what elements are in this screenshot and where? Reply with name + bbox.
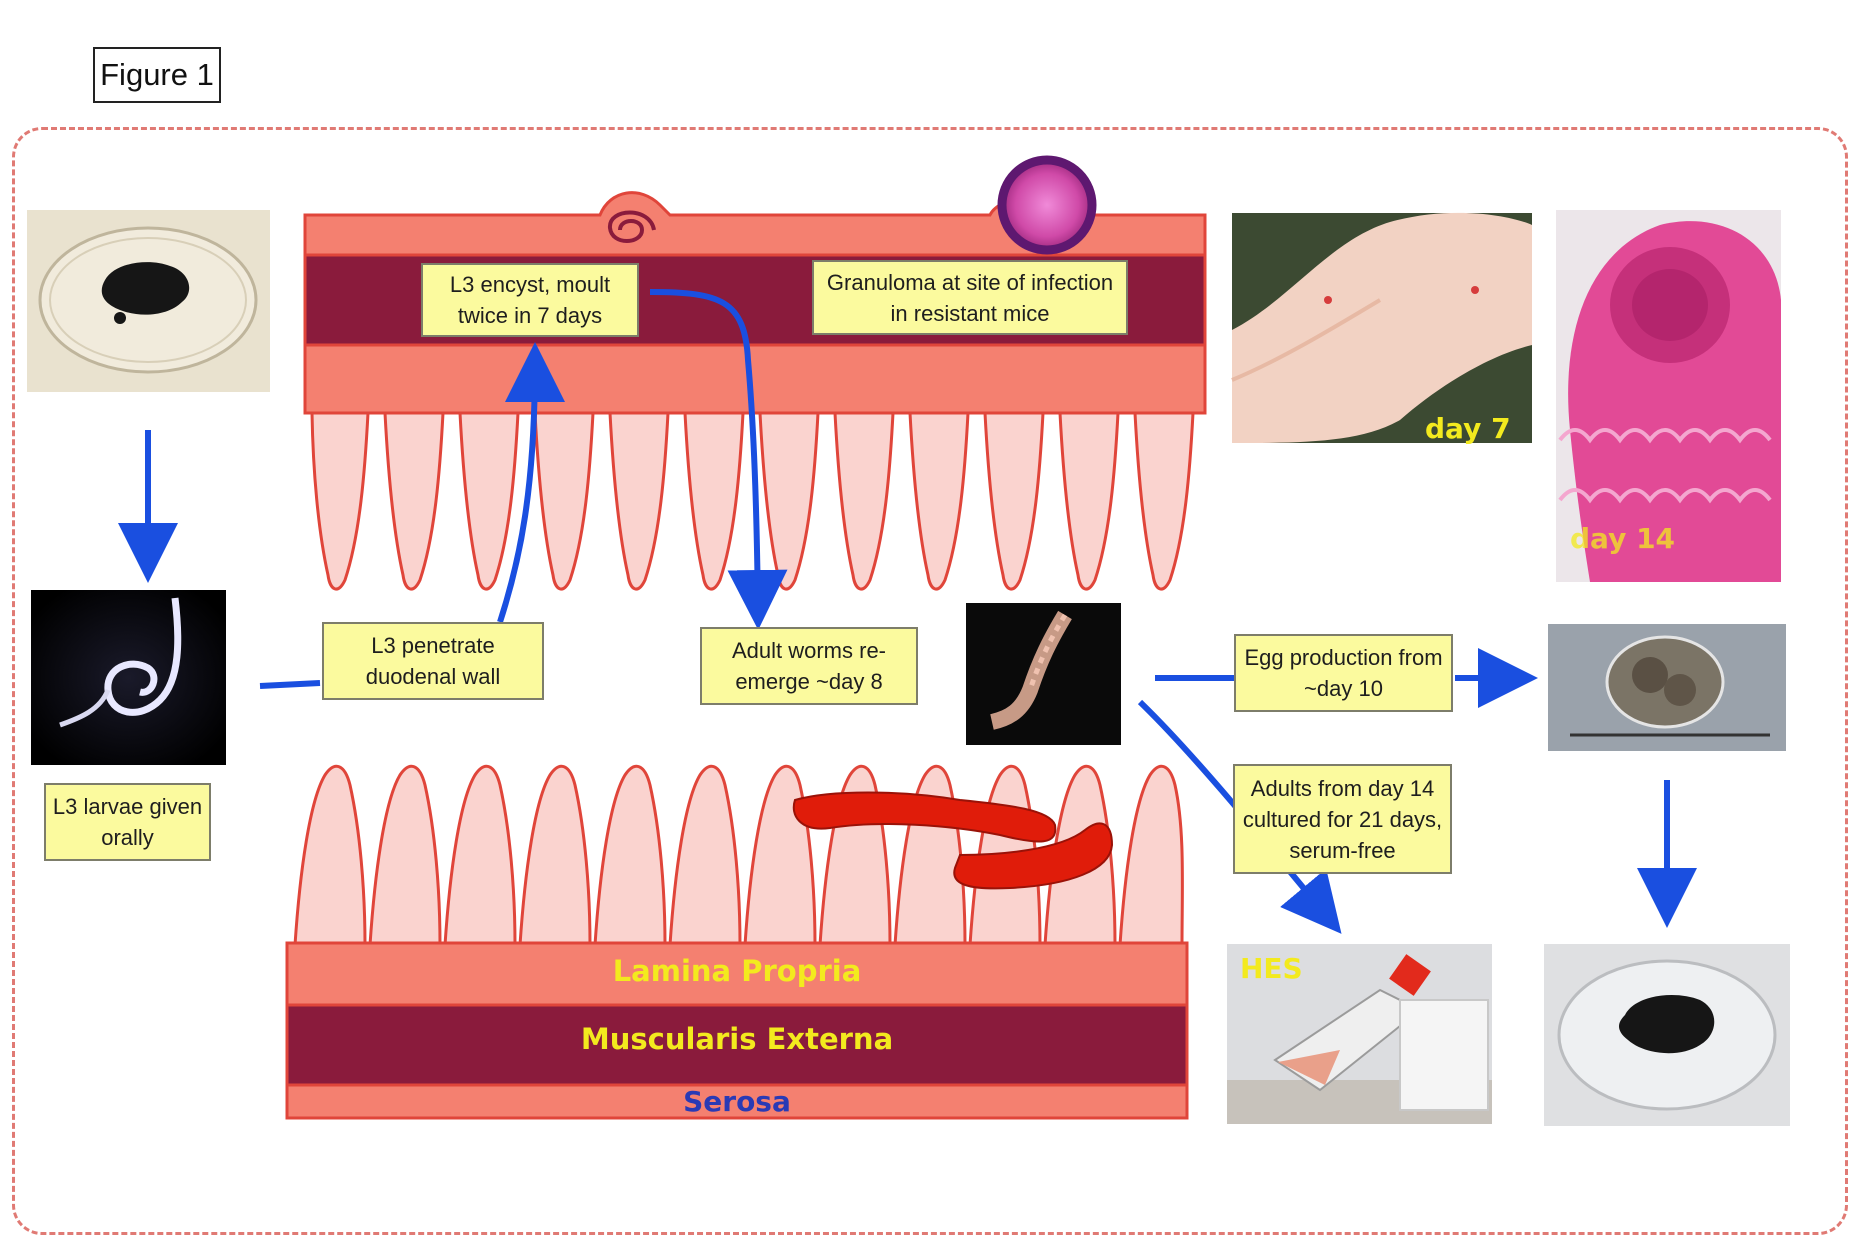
granuloma-node <box>1002 160 1092 250</box>
upper-lamina-propria <box>305 345 1205 413</box>
label-adult-reemerge: Adult worms re-emerge ~day 8 <box>700 627 918 705</box>
label-egg-production: Egg production from ~day 10 <box>1234 634 1453 712</box>
label-granuloma: Granuloma at site of infection in resist… <box>812 260 1128 335</box>
petri-dish-photo-top <box>27 210 270 392</box>
tissue-label-muscularis-externa: Muscularis Externa <box>287 1022 1187 1056</box>
egg-micrograph-photo <box>1548 624 1786 751</box>
label-l3-encyst: L3 encyst, moult twice in 7 days <box>421 263 639 337</box>
label-adults-cultured: Adults from day 14 cultured for 21 days,… <box>1233 764 1452 874</box>
day7-intestine-photo <box>1232 213 1532 443</box>
lower-intestine-section <box>287 766 1187 1118</box>
caption-day7: day 7 <box>1425 412 1511 445</box>
tissue-label-lamina-propria: Lamina Propria <box>287 954 1187 988</box>
caption-hes: HES <box>1240 952 1303 985</box>
label-l3-penetrate: L3 penetrate duodenal wall <box>322 622 544 700</box>
l3-larva-photo <box>31 590 226 765</box>
petri-dish-photo-bottom <box>1544 944 1790 1126</box>
adult-worm-photo <box>966 603 1121 745</box>
label-l3-larvae: L3 larvae given orally <box>44 783 211 861</box>
arrow-larva-to-penetrate <box>260 683 320 686</box>
tissue-label-serosa: Serosa <box>287 1085 1187 1118</box>
caption-day14: day 14 <box>1570 522 1675 555</box>
